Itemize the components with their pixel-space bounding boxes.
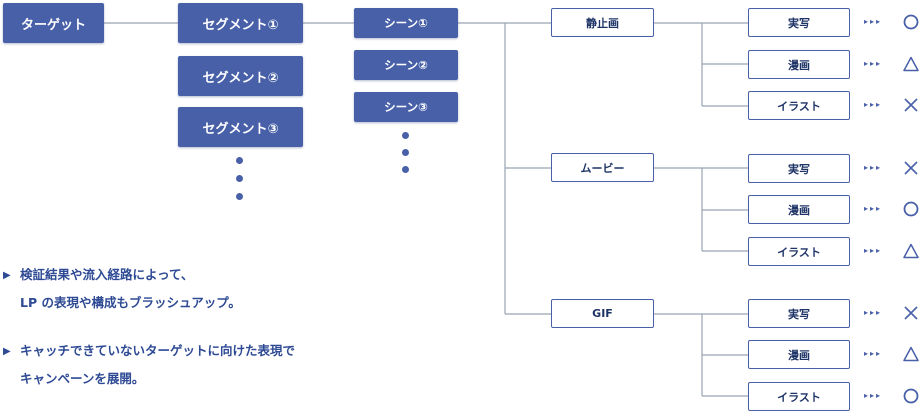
arrow-glyphs: ▸▸▸ (864, 100, 883, 109)
segment-ellipsis-dot (236, 157, 243, 164)
media-box-gif: GIF (551, 299, 654, 328)
style-box-manga: 漫画 (748, 50, 850, 79)
style-box-manga: 漫画 (748, 340, 850, 369)
circle-icon (902, 387, 920, 405)
note-marker-2: ▶ (3, 346, 11, 357)
segment-box-2: セグメント② (178, 56, 303, 96)
arrow-glyphs: ▸▸▸ (864, 349, 883, 358)
scene-ellipsis-dot (402, 149, 409, 156)
note-1-line-1: 検証結果や流入経路によって、 (20, 267, 194, 282)
style-box-live-action: 実写 (748, 8, 850, 37)
style-box-illustration: イラスト (748, 91, 850, 120)
cross-icon (902, 96, 920, 114)
segment-ellipsis-dot (236, 175, 243, 182)
media-box-still: 静止画 (551, 8, 654, 37)
circle-icon (902, 13, 920, 31)
circle-icon (902, 200, 920, 218)
segment-box-3: セグメント③ (178, 107, 303, 147)
arrow-glyphs: ▸▸▸ (864, 391, 883, 400)
segment-ellipsis-dot (236, 193, 243, 200)
arrow-glyphs: ▸▸▸ (864, 59, 883, 68)
note-2-line-2: キャンペーンを展開。 (20, 371, 145, 386)
scene-box-2: シーン② (354, 50, 458, 80)
style-box-manga: 漫画 (748, 195, 850, 224)
triangle-icon (902, 345, 920, 363)
note-2-line-1: キャッチできていないターゲットに向けた表現で (20, 343, 296, 358)
style-box-live-action: 実写 (748, 299, 850, 328)
triangle-icon (902, 242, 920, 260)
note-marker-1: ▶ (3, 270, 11, 281)
cross-icon (902, 304, 920, 322)
target-box: ターゲット (3, 3, 104, 43)
scene-ellipsis-dot (402, 132, 409, 139)
arrow-glyphs: ▸▸▸ (864, 17, 883, 26)
style-box-live-action: 実写 (748, 154, 850, 183)
scene-box-1: シーン① (354, 8, 458, 38)
scene-box-3: シーン③ (354, 92, 458, 122)
note-1-line-2: LP の表現や構成もブラッシュアップ。 (20, 295, 241, 310)
scene-ellipsis-dot (402, 166, 409, 173)
triangle-icon (902, 55, 920, 73)
arrow-glyphs: ▸▸▸ (864, 308, 883, 317)
arrow-glyphs: ▸▸▸ (864, 163, 883, 172)
arrow-glyphs: ▸▸▸ (864, 204, 883, 213)
style-box-illustration: イラスト (748, 382, 850, 411)
style-box-illustration: イラスト (748, 237, 850, 266)
cross-icon (902, 159, 920, 177)
media-box-movie: ムービー (551, 153, 654, 182)
segment-box-1: セグメント① (178, 3, 303, 43)
arrow-glyphs: ▸▸▸ (864, 246, 883, 255)
